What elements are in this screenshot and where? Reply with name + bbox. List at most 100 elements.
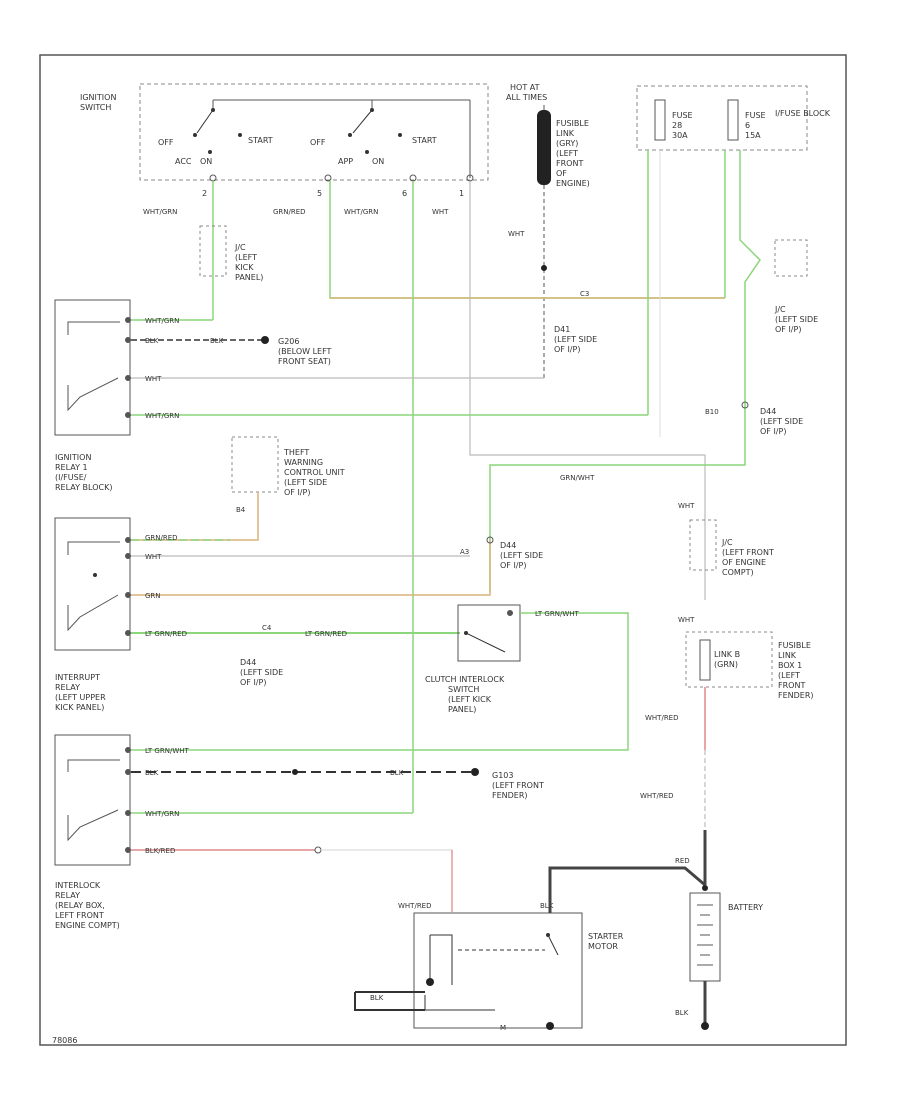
- svg-text:FRONT SEAT): FRONT SEAT): [278, 357, 331, 366]
- svg-text:WHT: WHT: [678, 502, 695, 510]
- fusible-link-box-1: WHT LINK B (GRN) FUSIBLE LINK BOX 1 (LEF…: [678, 616, 814, 700]
- svg-text:WARNING: WARNING: [284, 458, 323, 467]
- svg-text:ALL TIMES: ALL TIMES: [506, 93, 547, 102]
- svg-text:ACC: ACC: [175, 157, 192, 166]
- svg-text:(LEFT SIDE: (LEFT SIDE: [775, 315, 818, 324]
- svg-text:OF I/P): OF I/P): [500, 561, 526, 570]
- svg-text:A3: A3: [460, 548, 469, 556]
- svg-text:(LEFT SIDE: (LEFT SIDE: [240, 668, 283, 677]
- svg-text:(LEFT SIDE: (LEFT SIDE: [284, 478, 327, 487]
- svg-text:ENGINE): ENGINE): [556, 179, 590, 188]
- svg-text:(BELOW LEFT: (BELOW LEFT: [278, 347, 332, 356]
- svg-text:(LEFT SIDE: (LEFT SIDE: [554, 335, 597, 344]
- svg-text:FRONT: FRONT: [556, 159, 583, 168]
- svg-text:RELAY: RELAY: [55, 683, 80, 692]
- theft-warning-unit: THEFT WARNING CONTROL UNIT (LEFT SIDE OF…: [231, 436, 345, 497]
- svg-text:LT GRN/RED: LT GRN/RED: [145, 630, 187, 638]
- jc-engine-compt: WHT J/C (LEFT FRONT OF ENGINE COMPT): [678, 502, 774, 600]
- fuse-block: I/FUSE BLOCK FUSE 28 30A FUSE 6 15A: [636, 85, 831, 151]
- svg-text:WHT: WHT: [432, 208, 449, 216]
- svg-text:OF I/P): OF I/P): [284, 488, 310, 497]
- svg-text:RED: RED: [675, 857, 690, 865]
- svg-text:15A: 15A: [745, 131, 761, 140]
- svg-text:6: 6: [745, 121, 750, 130]
- diagram-frame: [39, 54, 847, 1046]
- svg-text:STARTER: STARTER: [588, 932, 624, 941]
- svg-text:CONTROL UNIT: CONTROL UNIT: [284, 468, 345, 477]
- svg-text:ENGINE COMPT): ENGINE COMPT): [55, 921, 120, 930]
- svg-text:WHT: WHT: [678, 616, 695, 624]
- svg-text:LT GRN/WHT: LT GRN/WHT: [145, 747, 190, 755]
- svg-text:LT GRN/RED: LT GRN/RED: [305, 630, 347, 638]
- diagram-code: 78086: [52, 1036, 77, 1045]
- svg-text:THEFT: THEFT: [283, 448, 309, 457]
- svg-text:FRONT: FRONT: [778, 681, 805, 690]
- svg-text:OF I/P): OF I/P): [554, 345, 580, 354]
- svg-text:SWITCH: SWITCH: [80, 103, 111, 112]
- svg-text:RELAY 1: RELAY 1: [55, 463, 88, 472]
- svg-text:START: START: [412, 136, 437, 145]
- svg-text:KICK PANEL): KICK PANEL): [55, 703, 104, 712]
- svg-text:FUSE: FUSE: [745, 111, 766, 120]
- interrupt-relay: [54, 734, 131, 866]
- svg-text:(GRN): (GRN): [714, 660, 738, 669]
- svg-text:SWITCH: SWITCH: [448, 685, 479, 694]
- svg-text:ON: ON: [200, 157, 212, 166]
- svg-text:30A: 30A: [672, 131, 688, 140]
- svg-text:INTERLOCK: INTERLOCK: [55, 881, 101, 890]
- svg-text:I/FUSE BLOCK: I/FUSE BLOCK: [775, 109, 831, 118]
- svg-text:(I/FUSE/: (I/FUSE/: [55, 473, 87, 482]
- svg-text:(LEFT: (LEFT: [556, 149, 578, 158]
- svg-text:C4: C4: [262, 624, 272, 632]
- svg-text:B4: B4: [236, 506, 246, 514]
- ignition-relay-1: [54, 517, 131, 651]
- svg-text:28: 28: [672, 121, 682, 130]
- svg-text:OF I/P): OF I/P): [775, 325, 801, 334]
- svg-text:(LEFT KICK: (LEFT KICK: [448, 695, 492, 704]
- svg-text:FENDER): FENDER): [778, 691, 814, 700]
- svg-text:GRN/RED: GRN/RED: [145, 534, 178, 542]
- svg-text:HOT AT: HOT AT: [510, 83, 540, 92]
- fusible-link-main: HOT AT ALL TIMES FUSIBLE LINK (GRY) (LEF…: [506, 83, 590, 380]
- svg-text:LINK: LINK: [778, 651, 797, 660]
- svg-text:(LEFT SIDE: (LEFT SIDE: [500, 551, 543, 560]
- svg-text:B10: B10: [705, 408, 719, 416]
- svg-text:INTERRUPT: INTERRUPT: [55, 673, 100, 682]
- svg-text:ON: ON: [372, 157, 384, 166]
- svg-text:BLK: BLK: [370, 994, 384, 1002]
- svg-text:(LEFT FRONT: (LEFT FRONT: [492, 781, 544, 790]
- svg-text:BLK: BLK: [390, 769, 404, 777]
- svg-text:(LEFT: (LEFT: [778, 671, 800, 680]
- svg-text:J/C: J/C: [721, 538, 733, 547]
- svg-text:WHT/RED: WHT/RED: [398, 902, 432, 910]
- clutch-interlock-switch: CLUTCH INTERLOCK SWITCH (LEFT KICK PANEL…: [425, 604, 521, 714]
- svg-text:WHT/GRN: WHT/GRN: [143, 208, 177, 216]
- ignition-switch: IGNITION SWITCH OFF START ACC ON OFF STA…: [80, 83, 489, 198]
- svg-text:FUSIBLE: FUSIBLE: [778, 641, 811, 650]
- svg-text:OF: OF: [556, 169, 567, 178]
- svg-text:START: START: [248, 136, 273, 145]
- svg-text:APP: APP: [338, 157, 353, 166]
- svg-text:(RELAY BOX,: (RELAY BOX,: [55, 901, 105, 910]
- svg-text:G103: G103: [492, 771, 513, 780]
- svg-text:(LEFT: (LEFT: [235, 253, 257, 262]
- svg-text:D41: D41: [554, 325, 570, 334]
- svg-text:OFF: OFF: [310, 138, 326, 147]
- svg-text:WHT/GRN: WHT/GRN: [145, 412, 179, 420]
- svg-text:GRN/WHT: GRN/WHT: [560, 474, 595, 482]
- svg-text:BLK: BLK: [210, 337, 224, 345]
- svg-text:J/C: J/C: [234, 243, 246, 252]
- svg-text:WHT: WHT: [508, 230, 525, 238]
- svg-text:PANEL): PANEL): [448, 705, 476, 714]
- svg-text:BLK: BLK: [145, 337, 159, 345]
- svg-text:GRN/RED: GRN/RED: [273, 208, 306, 216]
- svg-text:WHT: WHT: [145, 553, 162, 561]
- svg-text:(LEFT FRONT: (LEFT FRONT: [722, 548, 774, 557]
- svg-text:GRN: GRN: [145, 592, 161, 600]
- relay-upper: [54, 299, 131, 436]
- svg-text:KICK: KICK: [235, 263, 254, 272]
- svg-text:FENDER): FENDER): [492, 791, 528, 800]
- svg-text:G206: G206: [278, 337, 299, 346]
- svg-text:M: M: [500, 1024, 506, 1032]
